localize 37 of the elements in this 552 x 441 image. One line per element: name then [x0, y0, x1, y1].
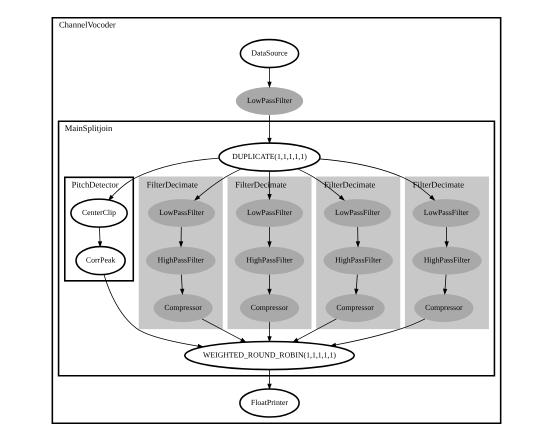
arrow	[442, 274, 447, 296]
node-ellipse: Compressor	[239, 294, 299, 322]
arrow	[178, 226, 183, 248]
arrow	[318, 158, 435, 201]
arrow	[266, 67, 272, 88]
arrow	[354, 274, 358, 296]
node-ellipse: HighPassFilter	[146, 246, 215, 275]
node-ellipse: CorrPeak	[74, 246, 126, 276]
node-ellipse: DataSource	[239, 38, 299, 68]
arrow	[103, 274, 204, 348]
arrow	[179, 274, 184, 296]
node-ellipse: LowPassFilter	[412, 199, 480, 228]
arrow	[444, 226, 448, 248]
node-ellipse: LowPassFilter	[323, 199, 391, 228]
node-ellipse: FloatPrinter	[238, 388, 300, 418]
arrow	[266, 274, 272, 296]
arrow	[329, 318, 425, 347]
arrow	[266, 322, 272, 343]
node-ellipse: HighPassFilter	[323, 246, 392, 275]
arrow	[266, 114, 272, 144]
node-ellipse: LowPassFilter	[235, 199, 303, 228]
node-ellipse: CenterClip	[70, 198, 128, 228]
arrow	[266, 369, 272, 390]
node-ellipse: LowPassFilter	[235, 87, 303, 116]
arrow	[292, 318, 336, 343]
arrow	[108, 158, 219, 201]
node-ellipse: LowPassFilter	[147, 199, 215, 228]
node-ellipse: Compressor	[153, 294, 212, 322]
node-ellipse: DUPLICATE(1,1,1,1,1)	[218, 142, 320, 172]
node-ellipse: HighPassFilter	[412, 246, 482, 275]
node-ellipse: HighPassFilter	[234, 246, 304, 275]
node-ellipse: Compressor	[414, 294, 473, 322]
arrow	[355, 226, 360, 248]
node-ellipse: Compressor	[325, 294, 384, 322]
arrow	[97, 226, 102, 248]
arrow	[266, 226, 272, 248]
arrow	[201, 318, 246, 343]
